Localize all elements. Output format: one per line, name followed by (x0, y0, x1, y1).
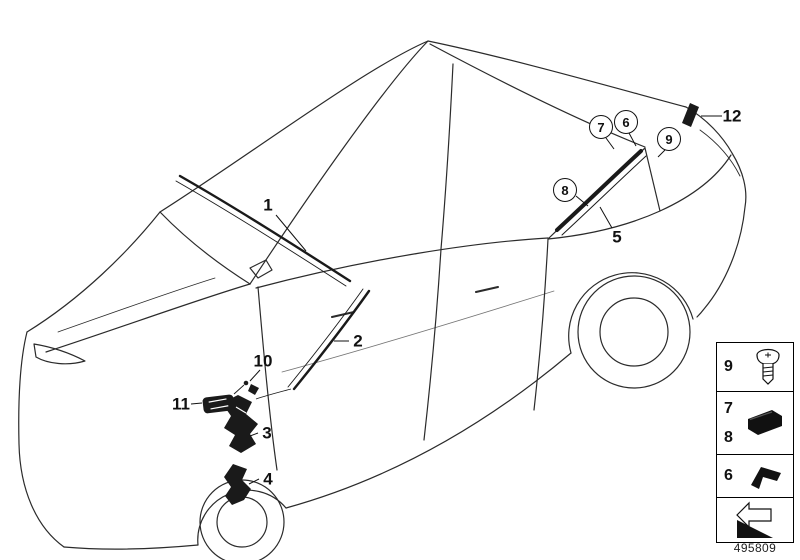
legend-row-pads: 7 8 (716, 391, 794, 455)
legend-label-9: 9 (724, 358, 733, 375)
callout-10[interactable]: 10 (253, 351, 273, 371)
screw-icon (756, 348, 780, 385)
legend-label-6: 6 (724, 467, 733, 484)
callout-12[interactable]: 12 (722, 106, 742, 126)
part-windshield-moulding (175, 174, 352, 287)
part-clip-small (233, 380, 292, 400)
legend-pad-labels: 7 8 (724, 400, 733, 447)
callout-9-circled[interactable]: 9 (657, 127, 681, 151)
leader-lines (190, 115, 722, 485)
legend-row-clip: 6 (716, 454, 794, 498)
legend-row-screw: 9 (716, 342, 794, 392)
callout-7-circled[interactable]: 7 (589, 115, 613, 139)
diagram-number: 495809 (733, 541, 777, 555)
legend: 9 7 8 6 (716, 342, 794, 543)
part-cowl-grille (202, 394, 235, 414)
direction-arrow-icon (736, 501, 773, 538)
callout-6-circled[interactable]: 6 (614, 110, 638, 134)
legend-label-7: 7 (724, 399, 733, 417)
callout-11[interactable]: 11 (172, 394, 190, 414)
callout-3[interactable]: 3 (262, 423, 272, 443)
part-roof-trim-end (682, 103, 699, 127)
legend-label-8: 8 (724, 428, 733, 446)
part-a-pillar-trim (287, 288, 371, 391)
callout-4[interactable]: 4 (263, 469, 273, 489)
callout-2[interactable]: 2 (353, 331, 363, 351)
part-cowl-bracket-lower (224, 464, 251, 505)
callout-8-circled[interactable]: 8 (553, 178, 577, 202)
legend-row-direction (716, 497, 794, 543)
callout-1[interactable]: 1 (263, 195, 273, 215)
clip-icon (751, 467, 781, 489)
callout-5[interactable]: 5 (612, 227, 622, 247)
pad-icon (748, 410, 782, 435)
part-quarter-window-trim (555, 149, 647, 236)
